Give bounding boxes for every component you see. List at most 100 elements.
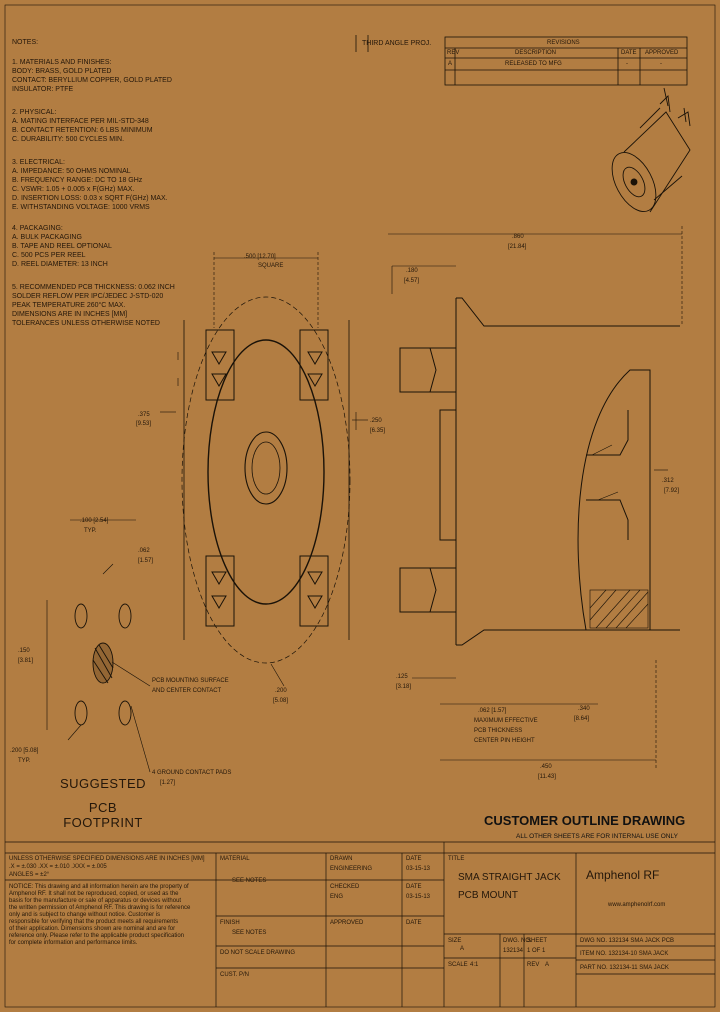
rev-col-approved: APPROVED — [645, 50, 679, 56]
finish-label: FINISH — [220, 920, 240, 926]
note-line: A. MATING INTERFACE PER MIL-STD-348 — [12, 118, 149, 125]
dim-label: .062 — [138, 548, 150, 554]
cust-pn-label: CUST. P/N — [220, 972, 250, 978]
note-line: B. FREQUENCY RANGE: DC TO 18 GHz — [12, 177, 143, 184]
notice-line: Amphenol RF. It shall not be reproduced,… — [9, 891, 179, 897]
dim-label: .860 — [512, 234, 524, 240]
notice-text: NOTICE: This drawing and all information… — [9, 884, 190, 947]
drawing-title-line2: PCB MOUNT — [458, 890, 518, 901]
rev-value: A — [545, 962, 550, 968]
dim-label: .312 — [662, 478, 674, 484]
dim-label: [1.27] — [160, 780, 176, 786]
dim-label: PCB MOUNTING SURFACE — [152, 678, 229, 684]
size-label: SIZE — [448, 938, 462, 944]
note-line: C. VSWR: 1.05 + 0.005 x F(GHz) MAX. — [12, 186, 135, 193]
note-line: D. INSERTION LOSS: 0.03 x SQRT F(GHz) MA… — [12, 195, 168, 202]
note-line: SOLDER REFLOW PER IPC/JEDEC J-STD-020 — [12, 293, 164, 300]
notice-line: for complete information and performance… — [9, 940, 138, 946]
dim-label: [3.81] — [18, 658, 34, 664]
dwg-value: 132134 — [503, 948, 524, 954]
dim-label: [11.43] — [538, 774, 556, 780]
sheet-value: 1 OF 1 — [527, 948, 546, 954]
dim-label: [21.84] — [508, 244, 527, 250]
note-line: B. CONTACT RETENTION: 6 LBS MINIMUM — [12, 127, 153, 134]
footprint-title-line1: SUGGESTED — [59, 776, 147, 791]
company-web: www.amphenolrf.com — [608, 902, 666, 908]
checked-date: 03-15-13 — [406, 894, 431, 900]
dim-label: .340 — [578, 706, 590, 712]
tolerance-head: UNLESS OTHERWISE SPECIFIED DIMENSIONS AR… — [9, 856, 205, 862]
title-label: TITLE — [448, 856, 465, 862]
notice-line: NOTICE: This drawing and all information… — [9, 884, 189, 890]
dim-label: .062 [1.57] — [478, 708, 507, 714]
tolerance-row: ANGLES = ±2° — [9, 872, 50, 878]
customer-outline-title: CUSTOMER OUTLINE DRAWING — [484, 813, 686, 828]
note-line: 3. ELECTRICAL: — [12, 159, 65, 166]
notice-line: of their application. Dimensions shown a… — [9, 926, 176, 932]
dim-label: MAXIMUM EFFECTIVE — [474, 718, 538, 724]
dim-label: TYP. — [18, 758, 31, 764]
dim-label: .150 — [18, 648, 30, 654]
note-line: C. 500 PCS PER REEL — [12, 252, 86, 259]
revisions-title: REVISIONS — [547, 40, 580, 46]
note-line: 1. MATERIALS AND FINISHES: — [12, 59, 112, 66]
dim-label: [4.57] — [404, 278, 420, 284]
dim-label: SQUARE — [258, 263, 284, 269]
dim-label: .375 — [138, 412, 150, 418]
note-line: INSULATOR: PTFE — [12, 86, 74, 93]
drawn-label: DRAWN — [330, 856, 353, 862]
drawn-value: ENGINEERING — [330, 866, 373, 872]
front-view — [160, 252, 368, 687]
checked-label: CHECKED — [330, 884, 360, 890]
rev-row-date: - — [626, 61, 628, 67]
checked-value: ENG — [330, 894, 344, 900]
dim-label: AND CENTER CONTACT — [152, 688, 222, 694]
rev-col-description: DESCRIPTION — [515, 50, 557, 56]
note-line: BODY: BRASS, GOLD PLATED — [12, 68, 112, 75]
material-label: MATERIAL — [220, 856, 250, 862]
dim-label: .100 [2.54] — [80, 518, 109, 524]
rev-row-rev: A — [448, 61, 453, 67]
dim-label: .180 — [406, 268, 418, 274]
footprint-title-line2: PCB FOOTPRINT — [63, 800, 143, 830]
note-line: A. IMPEDANCE: 50 OHMS NOMINAL — [12, 168, 131, 175]
note-line: E. WITHSTANDING VOLTAGE: 1000 VRMS — [12, 204, 150, 211]
isometric-view — [611, 87, 691, 213]
note-line: C. DURABILITY: 500 CYCLES MIN. — [12, 136, 125, 143]
rev-row-approved: - — [660, 61, 662, 67]
dim-label: [9.53] — [136, 421, 152, 427]
rev-label: REV — [527, 962, 540, 968]
checked-date-label: DATE — [406, 884, 422, 890]
drawn-date: 03-15-13 — [406, 866, 431, 872]
finish-value: SEE NOTES — [232, 930, 267, 936]
note-line: D. REEL DIAMETER: 13 INCH — [12, 261, 108, 268]
dim-label: [3.18] — [396, 684, 412, 690]
material-value: SEE NOTES — [232, 878, 267, 884]
title-block-lines — [5, 842, 715, 1007]
rev-col-date: DATE — [621, 50, 637, 56]
approved-label: APPROVED — [330, 920, 364, 926]
part-number-line: DWG NO. 132134 SMA JACK PCB — [580, 938, 675, 944]
dim-label: [1.57] — [138, 558, 154, 564]
part-number-line: ITEM NO. 132134-10 SMA JACK — [580, 951, 669, 957]
note-line: 2. PHYSICAL: — [12, 109, 57, 116]
note-line: A. BULK PACKAGING — [12, 234, 82, 241]
dim-label: [6.35] — [370, 428, 386, 434]
dim-label: PCB THICKNESS — [474, 728, 523, 734]
notice-line: responsible for verifying that the produ… — [9, 919, 179, 925]
note-line: B. TAPE AND REEL OPTIONAL — [12, 243, 112, 250]
size-value: A — [460, 946, 465, 952]
footprint-view — [46, 519, 151, 773]
note-line: 4. PACKAGING: — [12, 225, 63, 232]
dim-label: .200 [5.08] — [10, 748, 39, 754]
notice-line: reference only. Please refer to the appl… — [9, 933, 184, 939]
side-view — [388, 226, 683, 770]
dwg-label: DWG. NO. — [503, 938, 532, 944]
dim-label: .250 — [370, 418, 382, 424]
dim-label: .200 — [275, 688, 287, 694]
third-angle-label: THIRD ANGLE PROJ. — [362, 40, 432, 47]
dim-label: .450 — [540, 764, 552, 770]
part-number-line: PART NO. 132134-11 SMA JACK — [580, 965, 669, 971]
company-name: Amphenol RF — [586, 868, 660, 882]
